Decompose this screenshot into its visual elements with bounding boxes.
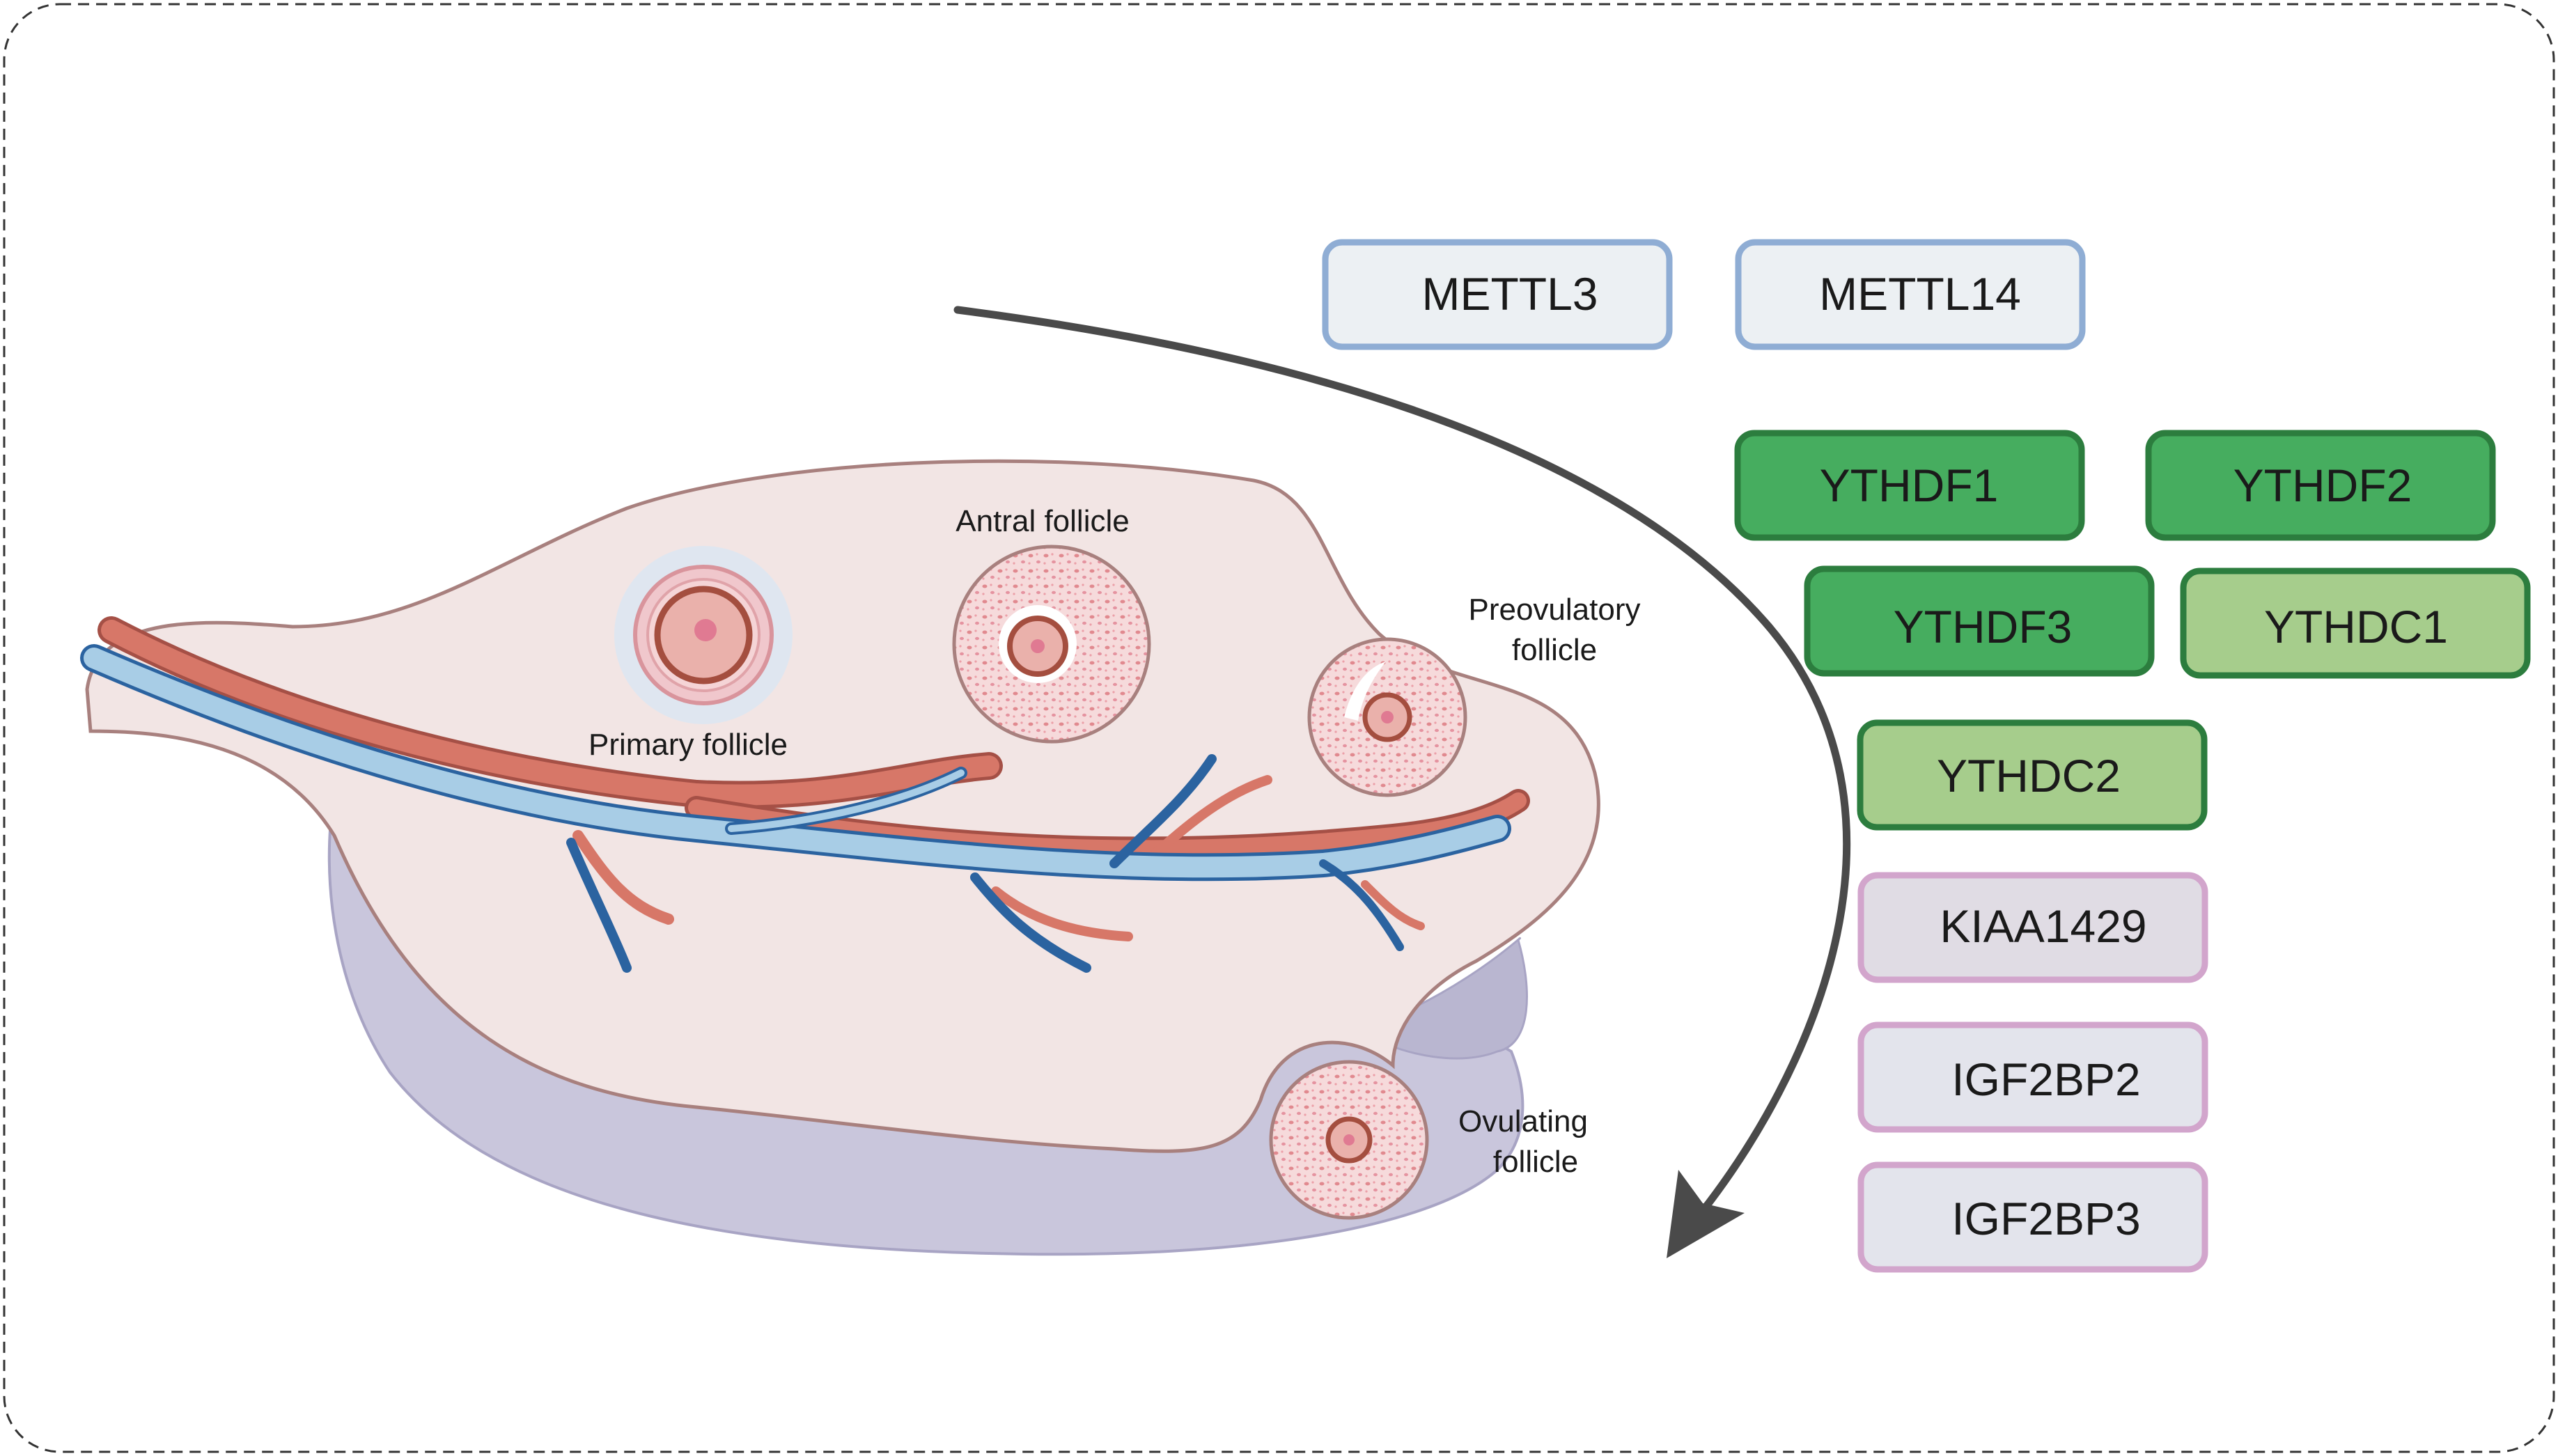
gene-box-mettl3: METTL3 (1322, 239, 1673, 350)
gene-box-ythdf1: YTHDF1 (1734, 430, 2085, 541)
gene-box-ythdc1: YTHDC1 (2180, 567, 2531, 679)
gene-label: IGF2BP3 (1951, 1193, 2140, 1244)
primary-follicle-label: Primary follicle (588, 728, 788, 762)
gene-label: KIAA1429 (1940, 900, 2146, 952)
vein (80, 644, 1511, 973)
gene-box-mettl14: METTL14 (1735, 239, 2086, 350)
preovulatory-label-line1: Preovulatory (1468, 593, 1640, 627)
progression-arrow (953, 306, 1851, 1237)
antral-follicle (952, 545, 1151, 744)
gene-box-ythdf2: YTHDF2 (2145, 430, 2496, 541)
gene-box-ythdc2: YTHDC2 (1857, 719, 2208, 831)
gene-box-kiaa1429: KIAA1429 (1857, 872, 2208, 983)
gene-label: YTHDF1 (1820, 460, 1999, 511)
gene-box-ythdf3: YTHDF3 (1804, 565, 2155, 677)
primary-follicle (614, 546, 793, 724)
gene-label: METTL14 (1819, 268, 2021, 320)
gene-label: YTHDF2 (2233, 460, 2412, 511)
gene-label: METTL3 (1421, 268, 1598, 320)
preovulatory-label-line2: follicle (1512, 633, 1597, 667)
arrowhead-icon (1667, 1170, 1745, 1258)
gene-label: YTHDC2 (1937, 750, 2121, 801)
gene-label: YTHDF3 (1894, 601, 2073, 652)
gene-box-igf2bp2: IGF2BP2 (1857, 1021, 2208, 1133)
gene-label: IGF2BP2 (1951, 1054, 2140, 1105)
gene-label: YTHDC1 (2264, 601, 2448, 652)
ovulating-follicle (1269, 1060, 1429, 1220)
antral-follicle-label: Antral follicle (956, 504, 1129, 538)
preovulatory-follicle (1307, 637, 1467, 797)
ovulating-label-line2: follicle (1493, 1145, 1578, 1179)
dashed-border (3, 3, 2555, 1453)
gene-box-igf2bp3: IGF2BP3 (1857, 1161, 2208, 1273)
ovulating-label-line1: Ovulating (1458, 1104, 1588, 1138)
